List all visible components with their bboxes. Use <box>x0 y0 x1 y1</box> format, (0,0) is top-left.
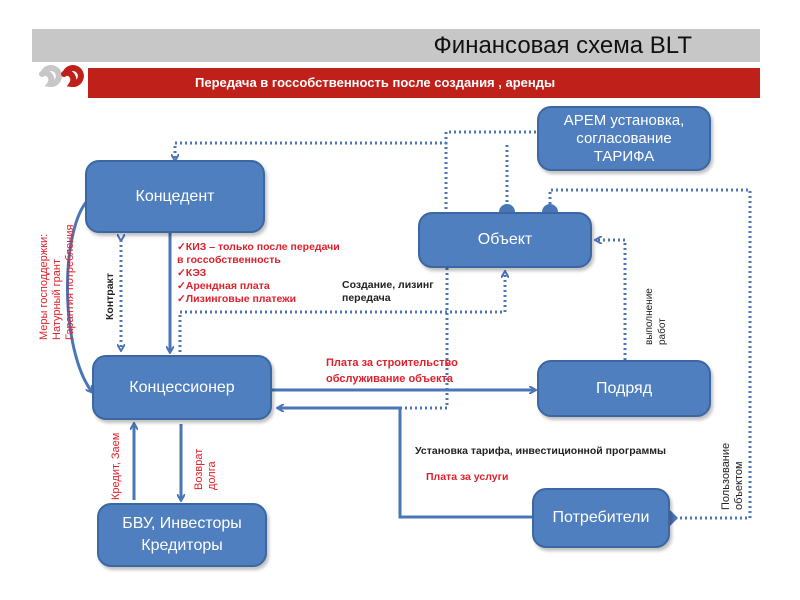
label-payment-construction: Плата за строительство обслуживание объе… <box>326 357 458 385</box>
label-object-usage: Пользование объектом <box>720 442 745 510</box>
label-support-measures: Меры господдержки: Натурный грант Гарант… <box>38 224 76 340</box>
node-podryad[interactable]: Подряд <box>537 360 711 417</box>
node-obekt[interactable]: Объект <box>418 212 592 268</box>
label-contract: Контракт <box>104 273 116 320</box>
label-koncedent-payments: ✓КИЗ – только после передачи в госсобств… <box>177 241 340 305</box>
page-subtitle: Передача в госсобственность после создан… <box>195 75 556 90</box>
label-payment-services: Плата за услуги <box>426 471 509 483</box>
label-creation-leasing: Создание, лизинг передача <box>342 279 434 304</box>
arrow-creation-leasing <box>178 272 505 352</box>
page-title: Финансовая схема BLT <box>433 32 692 59</box>
subtitle-bar <box>88 68 760 98</box>
arrow-payment-services <box>278 408 535 519</box>
label-tariff-setting: Установка тарифа, инвестиционной програм… <box>415 445 666 457</box>
label-debt-return: Возврат долга <box>193 448 218 490</box>
label-credit-loans: Кредит, Заем <box>110 432 122 500</box>
arrow-works-execution <box>596 240 627 360</box>
header-bar <box>32 29 760 62</box>
line-object-usage <box>548 188 752 520</box>
node-bvu[interactable]: БВУ, Инвесторы Кредиторы <box>97 503 267 567</box>
node-koncessioner[interactable]: Концессионер <box>92 355 272 420</box>
arrow-arem-to-koncedent <box>175 130 536 160</box>
line-tariff-down <box>278 268 449 410</box>
arrow-support-measures <box>65 198 92 392</box>
node-koncedent[interactable]: Концедент <box>85 160 265 233</box>
node-arem[interactable]: АРЕМ установка, согласование ТАРИФА <box>537 106 711 171</box>
node-potrebiteli[interactable]: Потребители <box>532 488 670 548</box>
label-works-execution: выполнение работ <box>644 288 668 345</box>
